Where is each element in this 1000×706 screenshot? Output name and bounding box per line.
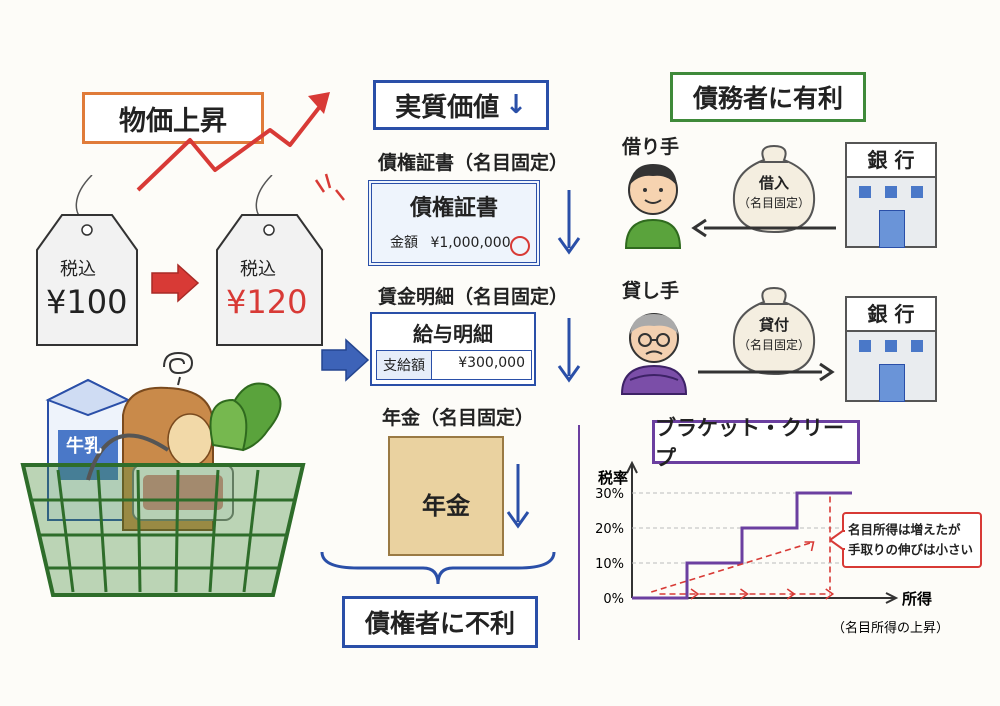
real-value-title: 実質価値 ↓ — [373, 80, 549, 130]
y-tick-label: 20% — [595, 522, 624, 537]
seal-stamp-icon — [510, 236, 530, 256]
y-axis-label: 税率 — [598, 469, 628, 487]
tag-after-label: 税込 — [240, 259, 276, 280]
callout-line-2: 手取りの伸びは小さい — [848, 542, 974, 557]
price-tag-before: 税込 ¥100 — [32, 174, 142, 354]
summary-brace — [320, 551, 556, 585]
pension-envelope-text: 年金 — [422, 492, 470, 520]
lend-bag-title: 貸付 — [758, 316, 789, 334]
x-axis-label: 所得 — [902, 590, 932, 608]
rising-price-arrow — [136, 92, 330, 192]
loan-bag-borrow: 借入 （名目固定） — [728, 142, 820, 234]
pension-heading: 年金（名目固定） — [382, 407, 535, 429]
tag-before-label: 税込 — [60, 259, 96, 280]
y-tick-label: 10% — [595, 557, 624, 572]
tag-after-price: ¥120 — [226, 283, 308, 321]
income-rise-arrowhead — [804, 541, 815, 552]
takehome-arrowhead — [825, 588, 835, 600]
payslip-heading: 賃金明細（名目固定） — [378, 286, 569, 308]
grocery-basket — [20, 378, 306, 597]
x-axis-arrowhead — [885, 592, 899, 604]
payslip-doc-title: 給与明細 — [413, 322, 493, 346]
bracket-callout: 名目所得は増えたが 手取りの伸びは小さい — [842, 512, 982, 568]
income-rise-dashed-line — [651, 541, 814, 593]
debtor-advantage-text: 債務者に有利 — [692, 84, 843, 113]
pension-down-arrow — [506, 464, 530, 529]
bank-sign-top: 銀 行 — [845, 142, 937, 178]
lend-arrow — [698, 362, 835, 382]
takehome-arrowhead — [690, 588, 700, 600]
bond-amount: ¥1,000,000 — [430, 235, 511, 251]
bank-building-bottom: 銀 行 — [845, 296, 937, 402]
pension-envelope: 年金 — [388, 436, 504, 556]
loan-bag-lend: 貸付 （名目固定） — [728, 284, 820, 376]
borrow-bag-title: 借入 — [758, 174, 789, 192]
bracket-creep-title-text: ブラケット・クリープ — [655, 416, 844, 470]
borrower-avatar — [624, 164, 682, 249]
y-tick-label: 0% — [603, 592, 624, 607]
bond-amount-label: 金額 — [390, 235, 418, 251]
tag-before-price: ¥100 — [46, 283, 128, 321]
bond-down-arrow — [557, 190, 581, 255]
bracket-creep-title: ブラケット・クリープ — [652, 416, 860, 470]
takehome-arrowhead — [740, 588, 749, 600]
borrow-bag-sub: （名目固定） — [737, 196, 810, 210]
price-tag-after: 税込 ¥120 — [212, 174, 327, 354]
payslip-document: 給与明細 支給額 ¥300,000 — [370, 312, 536, 386]
lender-label: 貸し手 — [622, 280, 680, 302]
debtor-advantage-title: 債務者に有利 — [670, 72, 866, 122]
x-axis-sublabel: （名目所得の上昇） — [832, 620, 949, 636]
bank-building-top: 銀 行 — [845, 142, 937, 248]
section-divider — [578, 425, 580, 640]
bond-doc-title: 債権証書 — [409, 196, 498, 221]
y-axis-arrowhead — [626, 460, 638, 474]
inflation-title-text: 物価上昇 — [119, 105, 227, 137]
emphasis-lines-icon — [314, 173, 345, 201]
tax-rate-step-line — [632, 491, 852, 600]
payslip-down-arrow — [557, 318, 581, 383]
payslip-pay: ¥300,000 — [458, 355, 525, 371]
transition-arrow — [321, 338, 370, 382]
takehome-arrowhead — [786, 588, 796, 600]
creditor-disadvantage-box: 債権者に不利 — [342, 596, 538, 648]
lender-avatar — [620, 313, 688, 395]
real-value-title-text: 実質価値 — [395, 92, 500, 123]
callout-line-1: 名目所得は増えたが — [848, 522, 961, 537]
callout-pointer — [830, 530, 846, 550]
bank-sign-bottom: 銀 行 — [845, 296, 937, 332]
bond-certificate: 債権証書 金額 ¥1,000,000 — [368, 180, 540, 266]
borrower-label: 借り手 — [622, 136, 680, 158]
price-change-arrow — [151, 263, 200, 303]
milk-label: 牛乳 — [66, 436, 102, 457]
creditor-disadvantage-text: 債権者に不利 — [364, 609, 515, 638]
lend-bag-sub: （名目固定） — [737, 338, 810, 352]
inflation-title: 物価上昇 — [82, 92, 264, 144]
down-arrow-icon: ↓ — [505, 90, 527, 120]
worry-spiral-icon — [163, 351, 194, 386]
borrow-arrow — [691, 218, 836, 238]
bond-heading: 債権証書（名目固定） — [378, 152, 569, 174]
y-tick-label: 30% — [595, 487, 624, 502]
payslip-pay-label: 支給額 — [377, 351, 432, 379]
